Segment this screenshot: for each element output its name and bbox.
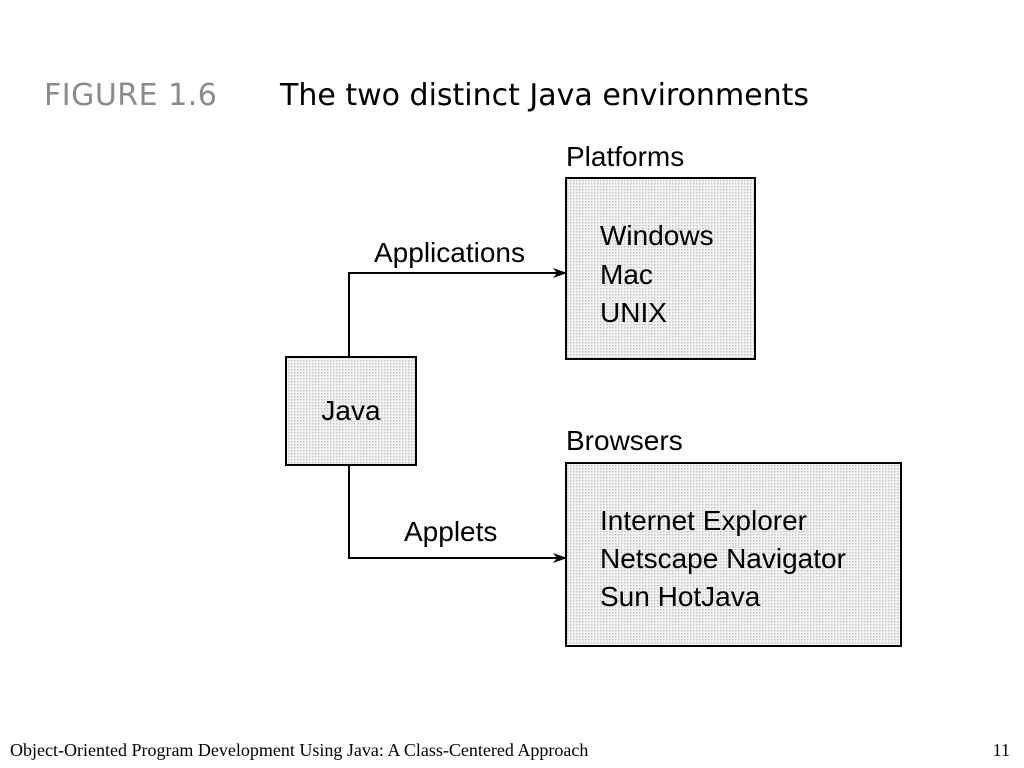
browser-item: Internet Explorer — [600, 505, 807, 536]
applications-connector — [348, 268, 567, 357]
browser-item: Sun HotJava — [600, 581, 761, 612]
browsers-heading: Browsers — [566, 425, 683, 456]
figure-title: The two distinct Java environments — [280, 78, 810, 113]
applets-connector — [348, 465, 567, 563]
platforms-node: Platforms Windows Mac UNIX — [565, 141, 756, 360]
footer-book-title: Object-Oriented Program Development Usin… — [10, 740, 589, 760]
platforms-heading: Platforms — [566, 141, 684, 172]
java-node: Java — [285, 356, 417, 466]
browsers-node: Browsers Internet Explorer Netscape Navi… — [565, 425, 902, 647]
platforms-box — [565, 177, 756, 360]
browsers-box — [565, 462, 902, 647]
platform-item: Mac — [600, 259, 653, 290]
browser-item: Netscape Navigator — [600, 543, 846, 574]
java-box — [285, 356, 417, 466]
platform-item: Windows — [600, 220, 714, 251]
platform-item: UNIX — [600, 297, 667, 328]
java-label: Java — [321, 395, 381, 426]
figure-label: FIGURE 1.6 — [44, 78, 218, 113]
page-number: 11 — [992, 740, 1010, 760]
applets-edge-label: Applets — [404, 516, 497, 547]
applications-edge-label: Applications — [374, 237, 525, 268]
